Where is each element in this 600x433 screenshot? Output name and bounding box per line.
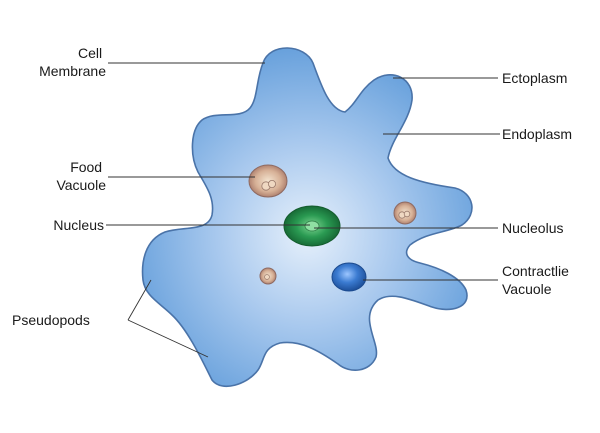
label-pseudopods: Pseudopods	[12, 312, 90, 328]
leader-pseudopods-upper	[127, 279, 152, 321]
food-particle	[264, 274, 270, 280]
label-nucleolus: Nucleolus	[502, 220, 563, 236]
leader-lines	[106, 62, 500, 358]
leader-pseudopods-lower	[127, 319, 209, 358]
label-food-vacuole: Food Vacuole	[56, 159, 106, 193]
label-cell-membrane: Cell Membrane	[39, 45, 106, 79]
label-food-vacuole-line1: Food	[70, 159, 102, 175]
food-particle	[403, 210, 411, 218]
nucleolus	[304, 220, 320, 232]
label-contractile-vacuole: Contractlie Vacuole	[502, 263, 573, 297]
label-ectoplasm: Ectoplasm	[502, 70, 567, 86]
label-cell-membrane-line1: Cell	[78, 45, 102, 61]
label-contractile-vacuole-line1: Contractlie	[502, 263, 569, 279]
label-cell-membrane-line2: Membrane	[39, 63, 106, 79]
food-particle	[267, 179, 276, 188]
contractile-vacuole	[331, 262, 367, 292]
label-nucleus: Nucleus	[53, 217, 104, 233]
label-contractile-vacuole-line2: Vacuole	[502, 281, 552, 297]
label-food-vacuole-line2: Vacuole	[56, 177, 106, 193]
label-endoplasm: Endoplasm	[502, 126, 572, 142]
food-vacuole	[248, 164, 288, 198]
